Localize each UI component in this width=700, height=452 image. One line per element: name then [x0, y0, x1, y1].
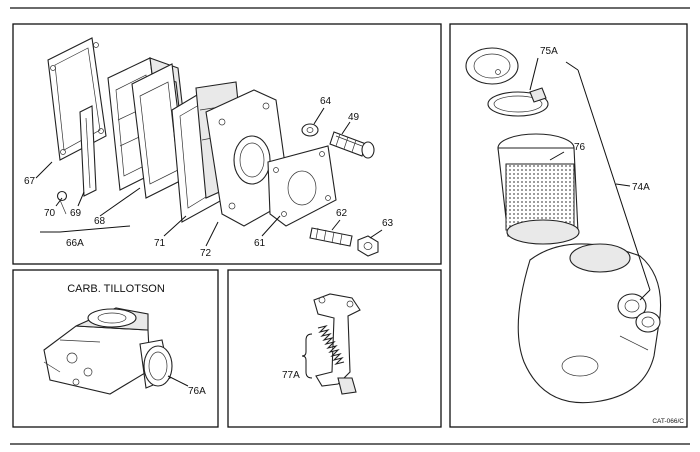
- label-62: 62: [336, 208, 348, 219]
- silencer-box: [517, 243, 662, 404]
- label-72: 72: [200, 248, 212, 259]
- throttle-bracket: [313, 293, 361, 395]
- label-68: 68: [94, 216, 106, 227]
- washer-64: [301, 123, 319, 137]
- gasket-61: [267, 145, 337, 227]
- hose-clamp-75A: [487, 87, 549, 117]
- gasket-67: [47, 37, 107, 161]
- label-70: 70: [44, 208, 56, 219]
- panel-spring-bracket: [227, 269, 442, 428]
- label-67: 67: [24, 176, 36, 187]
- label-75A: 75A: [540, 46, 558, 57]
- stud-62: [309, 227, 353, 247]
- label-66A: 66A: [66, 238, 84, 249]
- nut-63: [357, 235, 379, 257]
- label-69: 69: [70, 208, 82, 219]
- label-74A: 74A: [632, 182, 650, 193]
- return-spring: [317, 324, 345, 366]
- label-76A: 76A: [188, 386, 206, 397]
- carb-title: CARB. TILLOTSON: [67, 283, 165, 295]
- panel-air-filter: [449, 23, 688, 428]
- screw-70: [56, 190, 68, 215]
- bolt-49: [329, 131, 375, 159]
- catalog-code: CAT-066/C: [652, 418, 684, 425]
- reed-petals-69: [79, 105, 97, 197]
- label-77A: 77A: [282, 370, 300, 381]
- label-76: 76: [574, 142, 586, 153]
- label-71: 71: [154, 238, 166, 249]
- clamp-ring: [465, 47, 519, 85]
- label-63: 63: [382, 218, 394, 229]
- panel-carburetor: [12, 269, 219, 428]
- label-49: 49: [348, 112, 360, 123]
- air-filter-76: [497, 133, 580, 245]
- panel-reed-valve: [12, 23, 442, 265]
- label-64: 64: [320, 96, 332, 107]
- label-61: 61: [254, 238, 266, 249]
- carburetor-76A: [43, 307, 173, 395]
